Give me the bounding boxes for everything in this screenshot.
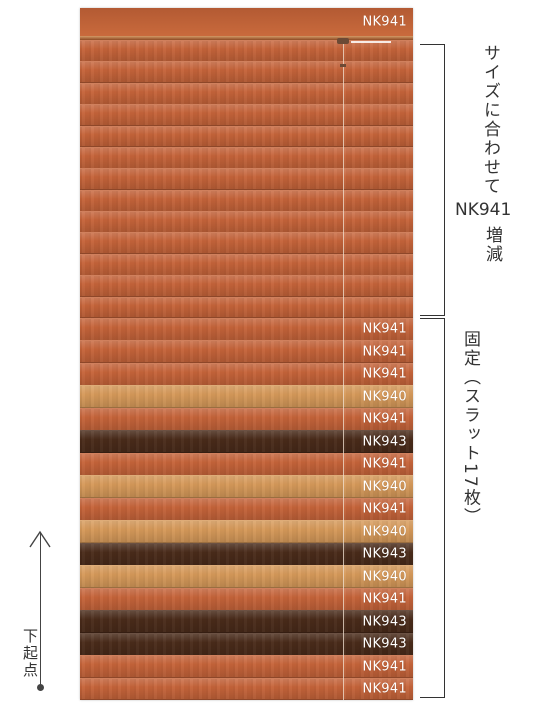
slat-code-label: NK940 <box>362 389 407 405</box>
slat-code-label: NK940 <box>362 569 407 585</box>
fixed-slat: NK941 <box>80 587 413 611</box>
fixed-slat: NK941 <box>80 340 413 364</box>
adjust-slat-code: NK941 <box>455 200 512 220</box>
slat-code-label: NK943 <box>362 614 407 630</box>
adjustable-slat <box>80 189 413 212</box>
slat-code-label: NK941 <box>362 681 407 697</box>
fixed-slat: NK941 <box>80 407 413 431</box>
slat-code-label: NK940 <box>362 524 407 540</box>
adjustable-slat <box>80 40 413 62</box>
adjust-note-text: サイズに合わせて <box>480 44 500 196</box>
adjustable-slat <box>80 125 413 148</box>
origin-dot <box>37 684 44 691</box>
fixed-slat: NK940 <box>80 520 413 544</box>
adjustable-slat <box>80 211 413 233</box>
fixed-slat: NK941 <box>80 452 413 476</box>
headrail-label: NK941 <box>362 14 407 30</box>
lift-cord <box>343 40 344 700</box>
adjustable-slat <box>80 82 413 105</box>
slat-code-label: NK941 <box>362 344 407 360</box>
slat-code-label: NK943 <box>362 546 407 562</box>
adjustable-range-bracket <box>420 44 445 316</box>
slat-code-label: NK941 <box>362 659 407 675</box>
adjustable-slat <box>80 232 413 255</box>
adjustable-slat <box>80 253 413 276</box>
fixed-range-bracket <box>420 318 445 698</box>
fixed-slat: NK941 <box>80 655 413 679</box>
headrail: NK941 <box>80 8 413 36</box>
fixed-slat: NK940 <box>80 385 413 409</box>
adjustable-slat <box>80 296 413 319</box>
fixed-slat: NK940 <box>80 475 413 499</box>
fixed-slat: NK940 <box>80 565 413 589</box>
slat-code-label: NK941 <box>362 456 407 472</box>
headrail-edge <box>80 36 413 40</box>
up-arrow-shaft <box>40 532 41 687</box>
adjust-increase-decrease-text: 増減 <box>482 226 502 264</box>
slat-code-label: NK941 <box>362 321 407 337</box>
cord-connector <box>337 38 349 44</box>
adjustable-slat <box>80 146 413 169</box>
fixed-slat: NK943 <box>80 542 413 566</box>
fixed-slat: NK943 <box>80 632 413 656</box>
fixed-slats-note: 固定（スラット17枚） <box>460 330 480 527</box>
fixed-slat: NK941 <box>80 677 413 700</box>
fixed-slat: NK941 <box>80 318 413 341</box>
fixed-slat: NK941 <box>80 362 413 386</box>
cord-knot <box>340 64 346 67</box>
adjustable-slat <box>80 61 413 84</box>
adjustable-slat <box>80 104 413 127</box>
adjustable-slat <box>80 275 413 298</box>
slat-code-label: NK941 <box>362 366 407 382</box>
slat-code-label: NK943 <box>362 636 407 652</box>
adjustable-slat <box>80 168 413 191</box>
slat-code-label: NK940 <box>362 479 407 495</box>
slat-code-label: NK943 <box>362 434 407 450</box>
slat-code-label: NK941 <box>362 501 407 517</box>
fixed-slat: NK943 <box>80 430 413 454</box>
slat-code-label: NK941 <box>362 591 407 607</box>
fixed-slat: NK941 <box>80 497 413 521</box>
slat-code-label: NK941 <box>362 411 407 427</box>
fixed-slat: NK943 <box>80 610 413 634</box>
origin-label: 下起点 <box>21 628 39 679</box>
cord-line <box>351 41 391 43</box>
